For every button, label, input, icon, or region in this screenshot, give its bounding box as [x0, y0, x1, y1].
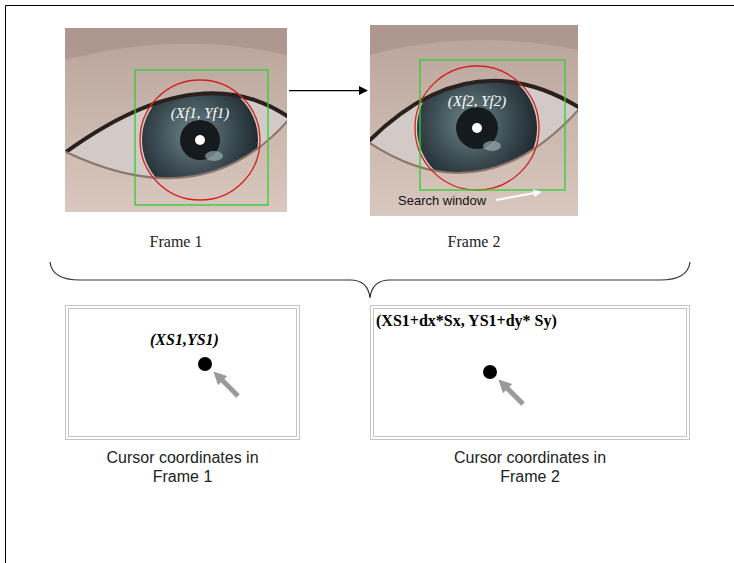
search-window-label: Search window	[398, 193, 486, 209]
cursor-coordinate: (XS1,YS1)	[150, 330, 219, 349]
upper-lid	[66, 93, 287, 152]
cursor-dot	[483, 365, 497, 379]
screen-box: (XS1,YS1)Cursor coordinates in Frame 1	[65, 305, 300, 440]
screen-caption: Cursor coordinates in Frame 1	[93, 448, 273, 486]
video-frame: (Xf1, Yf1)Frame 1	[65, 28, 287, 212]
flow-arrow	[289, 90, 367, 91]
pupil-center	[472, 123, 482, 133]
lower-lid	[370, 108, 578, 173]
brow-shadow	[370, 25, 578, 55]
curly-brace	[50, 262, 690, 298]
iris-circle	[140, 80, 260, 200]
pupil-center	[195, 135, 205, 145]
lower-lid	[66, 118, 287, 178]
eye-photo	[370, 25, 578, 216]
pupil-coordinate: (Xf1, Yf1)	[171, 104, 229, 122]
video-frame: (Xf2, Yf2)Search windowFrame 2	[370, 25, 578, 216]
screen-box: (XS1+dx*Sx, YS1+dy* Sy)Cursor coordinate…	[370, 305, 690, 440]
figure-border	[6, 6, 734, 563]
highlight	[483, 141, 501, 151]
cursor-arrow	[503, 384, 523, 404]
frame-caption: Frame 2	[448, 232, 501, 251]
leader-arrow	[496, 192, 540, 200]
iris-circle	[415, 66, 539, 190]
frame-caption: Frame 1	[150, 232, 203, 251]
pupil-coordinate: (Xf2, Yf2)	[448, 92, 506, 110]
skin	[65, 28, 287, 212]
cursor-arrow	[218, 376, 238, 396]
cursor-coordinate: (XS1+dx*Sx, YS1+dy* Sy)	[376, 311, 557, 330]
iris	[142, 82, 258, 198]
cursor-dot	[198, 357, 212, 371]
brow-shadow	[65, 28, 287, 60]
upper-lid	[370, 81, 578, 142]
highlight	[205, 151, 223, 161]
eye-photo	[65, 28, 287, 212]
search-window	[135, 70, 268, 205]
screen-caption: Cursor coordinates in Frame 2	[440, 448, 620, 486]
search-window	[420, 60, 565, 190]
